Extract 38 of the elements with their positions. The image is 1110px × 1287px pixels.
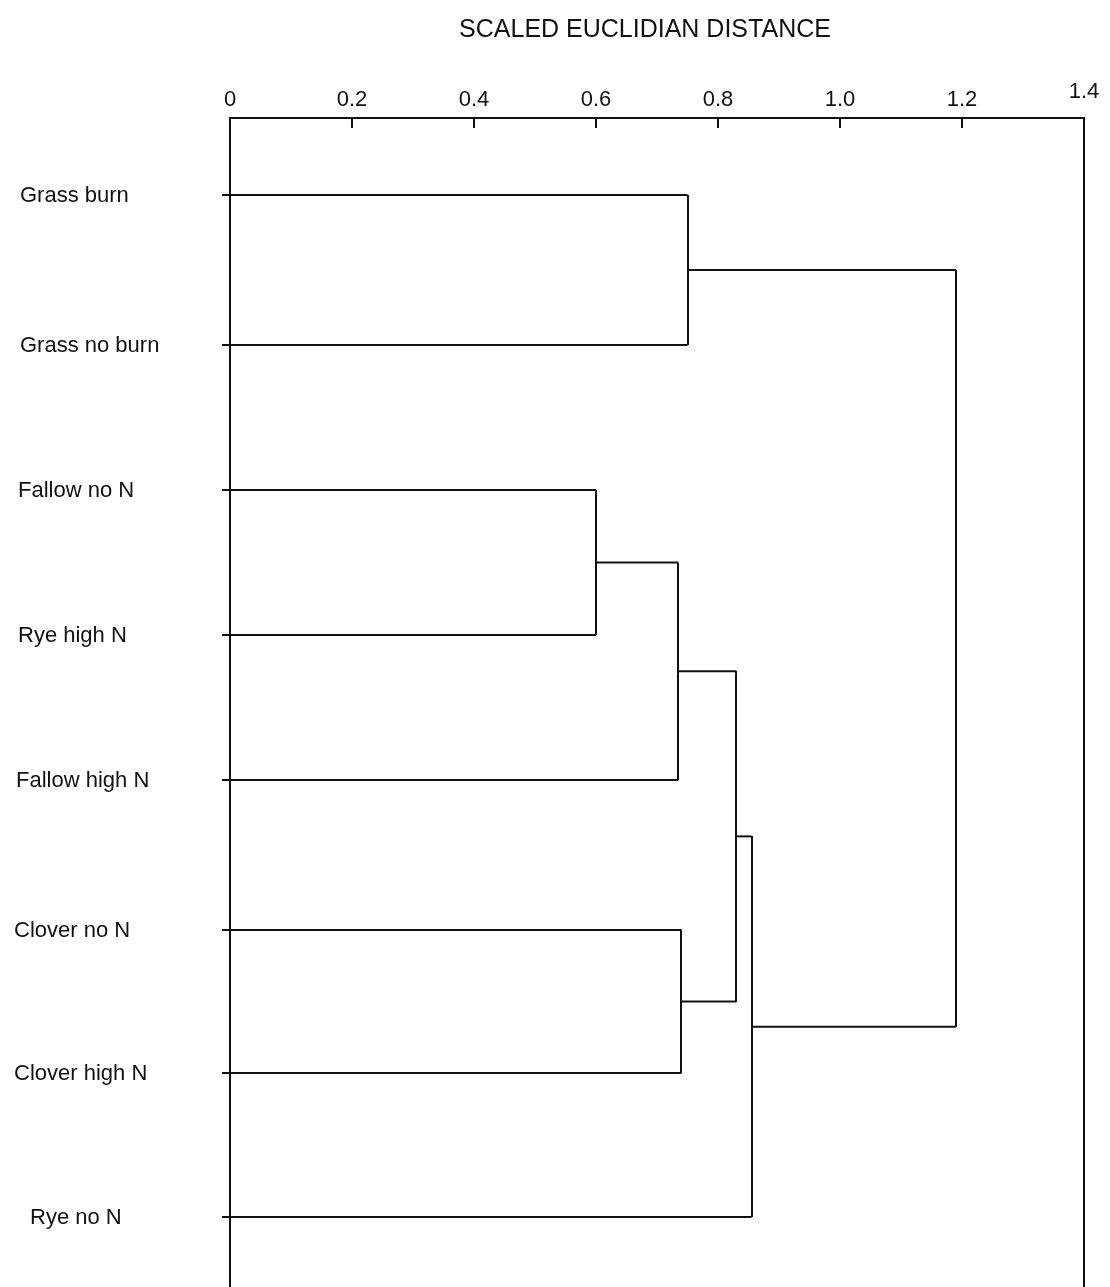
cluster-join-line <box>750 836 753 1217</box>
branch-line <box>221 1072 683 1074</box>
cluster-join-line <box>680 930 683 1073</box>
branch-line <box>221 929 683 931</box>
tick-label: 0 <box>222 86 238 112</box>
branch-line <box>686 269 957 271</box>
leaf-label: Grass no burn <box>20 325 232 365</box>
tick-label: 0.2 <box>335 86 369 112</box>
axis-title: SCALED EUCLIDIAN DISTANCE <box>458 14 832 43</box>
branch-line <box>221 779 680 781</box>
branch-line <box>221 1216 753 1218</box>
branch-line <box>677 670 738 673</box>
cluster-join-line <box>595 490 597 635</box>
branch-line <box>221 634 597 636</box>
tick-label: 0.6 <box>579 86 613 112</box>
branch-line <box>221 489 597 491</box>
leaf-label: Grass burn <box>20 175 232 215</box>
tick-label: 0.4 <box>457 86 491 112</box>
leaf-label: Clover no N <box>14 910 232 950</box>
tick-label: 1.2 <box>945 86 979 112</box>
branch-line <box>221 194 689 196</box>
cluster-join-line <box>954 270 957 1027</box>
tick-label: 1.4 <box>1067 78 1101 104</box>
leaf-label: Rye high N <box>18 615 232 655</box>
branch-line <box>680 1000 738 1003</box>
branch-line <box>595 561 680 564</box>
tick-label: 0.8 <box>701 86 735 112</box>
cluster-join-line <box>677 562 680 780</box>
branch-line <box>735 835 753 838</box>
cluster-join-line <box>686 195 689 345</box>
leaf-label: Fallow high N <box>16 760 232 800</box>
leaf-label: Fallow no N <box>18 470 232 510</box>
cluster-join-line <box>735 671 738 1002</box>
leaf-label: Rye no N <box>30 1197 232 1237</box>
tick-label: 1.0 <box>823 86 857 112</box>
leaf-label: Clover high N <box>14 1053 232 1093</box>
branch-line <box>221 344 689 346</box>
branch-line <box>750 1025 957 1028</box>
